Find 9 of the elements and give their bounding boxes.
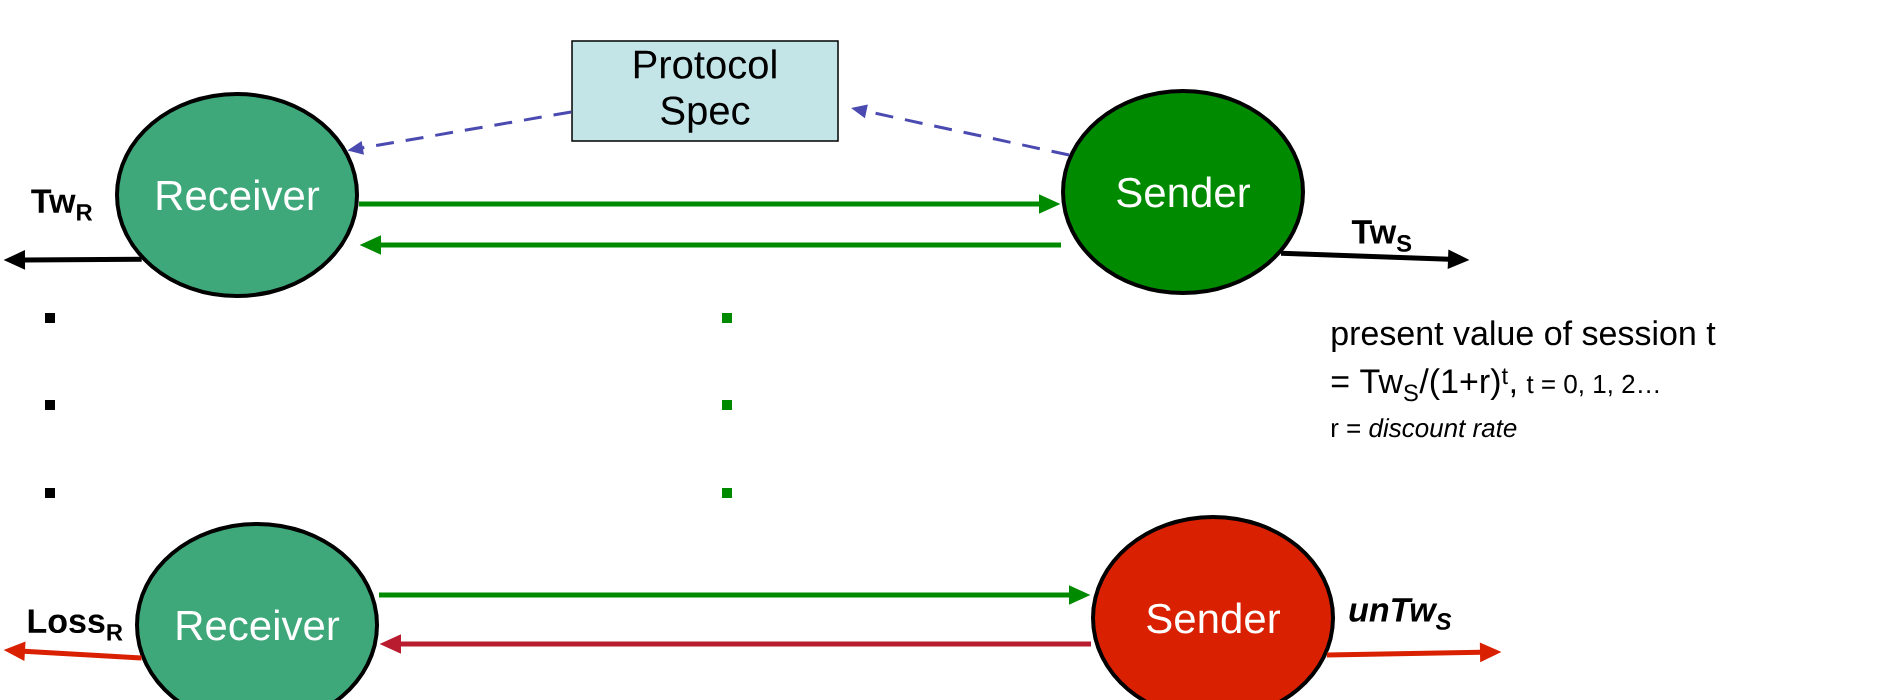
edge-label: unTw$_{S}$ — [1349, 598, 1452, 630]
note-text: present value of session t — [1332, 320, 1716, 353]
process-box: Protocol Spec — [571, 40, 839, 142]
edge-label: Tw$_{S}$ — [1351, 220, 1412, 252]
note-text: r = discount rate — [1331, 418, 1517, 438]
formula-text: t = 0, 1, 2… — [1526, 374, 1659, 397]
edge-label: Tw$_{R}$ — [31, 189, 93, 221]
edge-label: Loss$_{R}$ — [28, 609, 123, 641]
formula-text: = Tw$_{S}$/(1+r)$^{t}$, — [1331, 368, 1515, 402]
